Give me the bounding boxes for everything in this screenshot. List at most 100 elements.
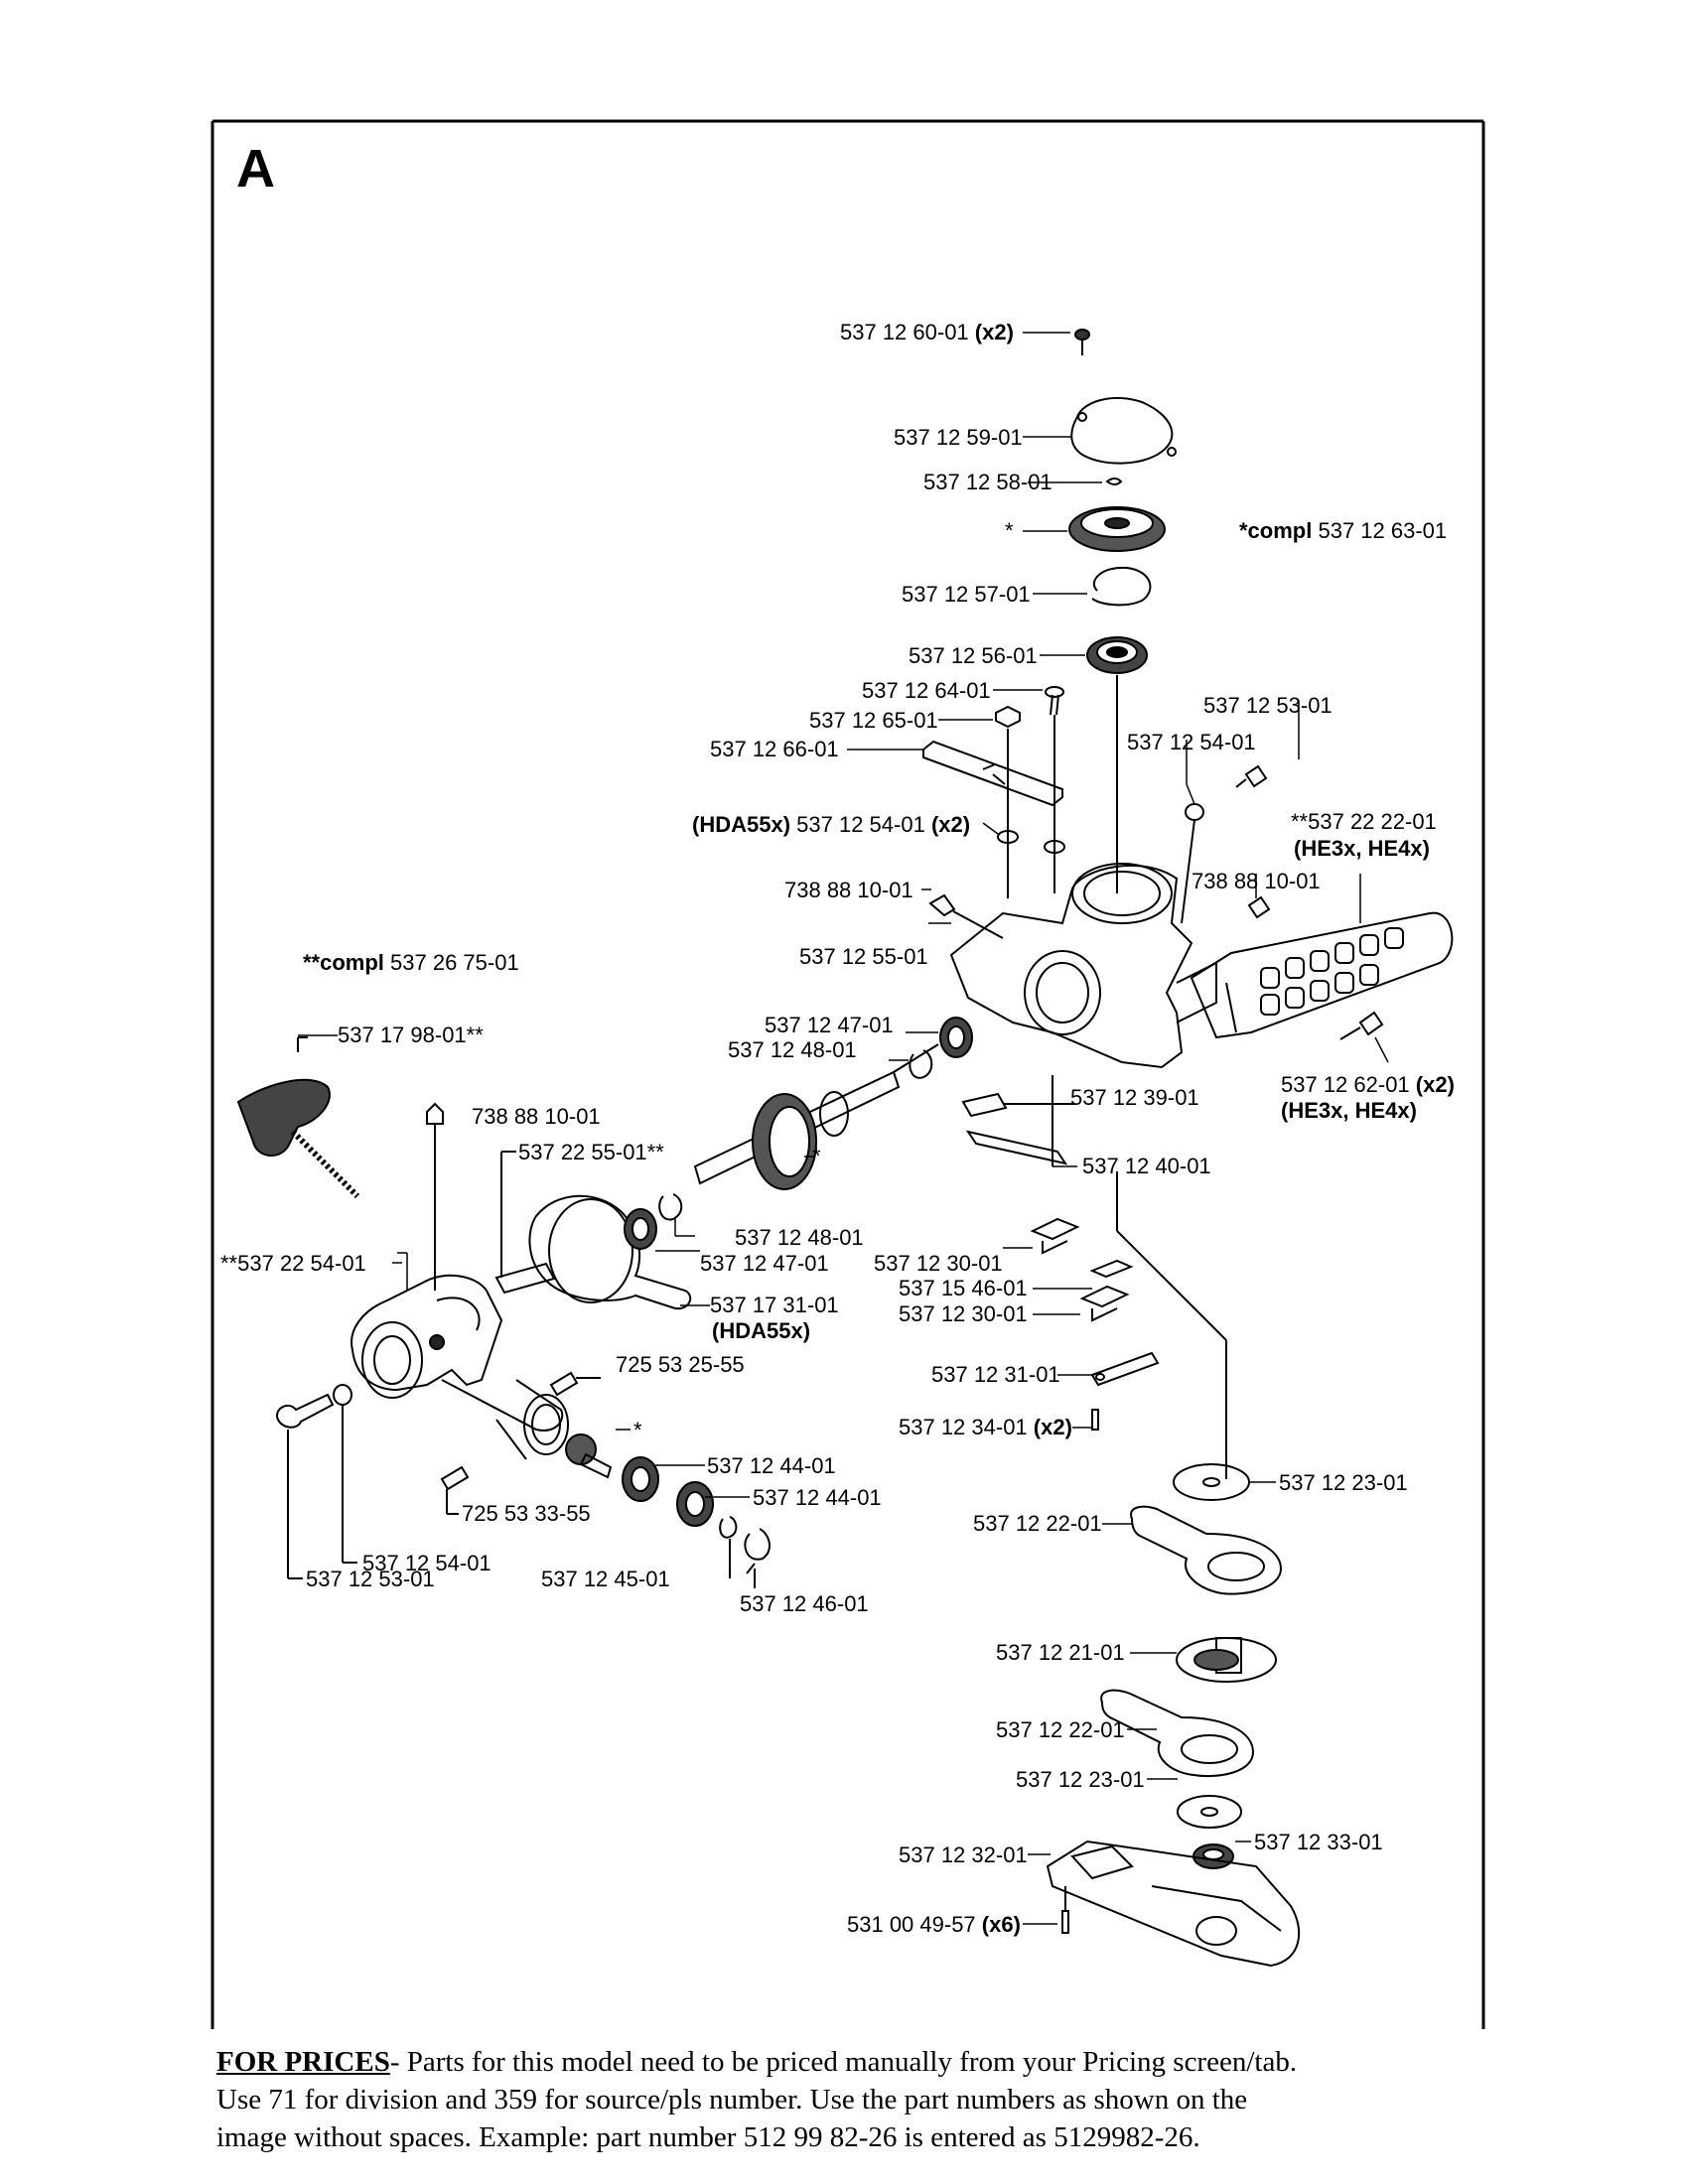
part-label: 537 12 46-01 bbox=[740, 1591, 869, 1616]
grease-nipple-part bbox=[426, 1102, 444, 1125]
bolt-part bbox=[1045, 686, 1064, 893]
flange-plate-part bbox=[528, 1194, 692, 1310]
screw-part bbox=[1091, 1409, 1099, 1431]
cover-plate-part bbox=[1070, 397, 1177, 465]
bearing-part bbox=[1193, 1843, 1234, 1869]
screw-part bbox=[1061, 1910, 1069, 1934]
part-label: 537 12 44-01 bbox=[753, 1485, 882, 1510]
bearing-part bbox=[624, 1208, 657, 1250]
washer-part bbox=[1173, 1463, 1250, 1501]
part-label: 738 88 10-01 bbox=[784, 878, 913, 902]
part-label: 537 12 40-01 bbox=[1082, 1154, 1211, 1178]
washer-part bbox=[1185, 803, 1204, 821]
part-label: 537 12 58-01 bbox=[923, 470, 1052, 494]
part-label: 537 12 39-01 bbox=[1070, 1085, 1199, 1110]
small-pinion-part bbox=[565, 1433, 613, 1479]
crank-part bbox=[1130, 1505, 1283, 1595]
part-label: 537 12 66-01 bbox=[710, 737, 839, 761]
part-label: 537 12 23-01 bbox=[1016, 1767, 1145, 1792]
screw-part bbox=[1339, 1011, 1384, 1040]
clip-part bbox=[1079, 1285, 1130, 1322]
knob-part bbox=[236, 1078, 360, 1199]
clip-part bbox=[1030, 1217, 1080, 1255]
part-label: 537 12 54-01 bbox=[362, 1551, 491, 1575]
part-label: **537 22 22-01 bbox=[1291, 809, 1437, 834]
screw-part bbox=[549, 1371, 579, 1397]
circlip-part bbox=[658, 1193, 683, 1221]
pricing-note-line-2: Use 71 for division and 359 for source/p… bbox=[216, 2084, 1248, 2116]
plate-part bbox=[965, 1130, 1068, 1165]
plate-part bbox=[961, 1092, 1008, 1118]
leader-lines bbox=[298, 332, 1389, 1925]
circlip-part bbox=[909, 1049, 933, 1079]
section-letter: A bbox=[236, 139, 275, 199]
lower-housing-part bbox=[351, 1274, 569, 1460]
washer-part bbox=[333, 1384, 352, 1406]
part-label: (HDA55x) bbox=[712, 1318, 811, 1343]
bearing-part bbox=[1086, 636, 1148, 674]
eccentric-part bbox=[1176, 1637, 1277, 1683]
part-label: *compl 537 12 63-01 bbox=[1239, 518, 1448, 543]
part-label: * bbox=[633, 1418, 642, 1442]
part-label: 537 12 22-01 bbox=[996, 1717, 1125, 1742]
part-label: 537 12 56-01 bbox=[909, 643, 1038, 668]
part-label: 537 12 53-01 bbox=[1203, 693, 1333, 718]
part-label: 537 12 64-01 bbox=[862, 678, 991, 703]
handle-part bbox=[1190, 911, 1454, 1039]
part-label: 537 17 98-01** bbox=[338, 1023, 484, 1047]
part-label: (HE3x, HE4x) bbox=[1294, 836, 1430, 861]
clip-part bbox=[1089, 1259, 1134, 1279]
part-label: 537 12 65-01 bbox=[809, 708, 938, 733]
part-label: 537 15 46-01 bbox=[899, 1276, 1028, 1300]
pinion-gear-part bbox=[693, 1070, 901, 1190]
bearing-part bbox=[622, 1456, 659, 1502]
part-label: 725 53 33-55 bbox=[462, 1501, 591, 1526]
crank-part bbox=[1100, 1689, 1255, 1778]
part-label: 537 12 21-01 bbox=[996, 1640, 1125, 1665]
bearing-part bbox=[676, 1481, 714, 1527]
circlip-part bbox=[719, 1516, 738, 1539]
part-label: 531 00 49-57 (x6) bbox=[847, 1912, 1021, 1937]
gear-housing-part bbox=[949, 863, 1217, 1069]
part-label: **537 22 54-01 bbox=[220, 1251, 366, 1276]
bottom-cover-part bbox=[1046, 1840, 1301, 1968]
clip-part bbox=[1105, 478, 1123, 485]
part-label: 537 12 30-01 bbox=[899, 1301, 1028, 1326]
part-label: 537 12 54-01 bbox=[1127, 730, 1256, 754]
screw-part bbox=[276, 1393, 335, 1429]
part-label: 738 88 10-01 bbox=[1192, 869, 1321, 893]
part-label: 725 53 25-55 bbox=[616, 1352, 745, 1377]
part-label: 537 12 31-01 bbox=[931, 1362, 1060, 1387]
pricing-note-line-3: image without spaces. Example: part numb… bbox=[216, 2121, 1200, 2153]
part-label: 537 12 22-01 bbox=[973, 1511, 1102, 1536]
part-label: 537 12 47-01 bbox=[700, 1251, 829, 1276]
washer-part bbox=[997, 830, 1019, 844]
plate-part bbox=[1090, 1351, 1160, 1387]
part-label: 537 12 60-01 (x2) bbox=[840, 320, 1014, 344]
part-label: 537 12 44-01 bbox=[707, 1453, 836, 1478]
part-label: 537 17 31-01 bbox=[710, 1293, 839, 1317]
grease-nipple-part bbox=[928, 893, 956, 917]
part-label: * bbox=[812, 1144, 821, 1168]
diagram-frame bbox=[210, 119, 1485, 2029]
part-label: 537 12 59-01 bbox=[894, 425, 1023, 450]
bearing-part bbox=[939, 1017, 973, 1058]
screw-part bbox=[1247, 895, 1271, 919]
part-label: 537 12 47-01 bbox=[765, 1013, 894, 1037]
part-label: 738 88 10-01 bbox=[472, 1104, 601, 1129]
part-label: 537 22 55-01** bbox=[518, 1140, 664, 1164]
part-label: 537 12 55-01 bbox=[799, 944, 928, 969]
part-label: 537 12 30-01 bbox=[874, 1251, 1003, 1276]
circlip-part bbox=[1091, 566, 1152, 607]
washer-part bbox=[1044, 840, 1065, 854]
pricing-note-line-1: FOR PRICES- Parts for this model need to… bbox=[216, 2046, 1298, 2078]
part-label: (HE3x, HE4x) bbox=[1281, 1098, 1417, 1123]
part-label: 537 12 23-01 bbox=[1279, 1470, 1408, 1495]
part-label: 537 12 48-01 bbox=[735, 1225, 864, 1250]
gasket-part bbox=[494, 1262, 556, 1295]
part-label: (HDA55x) 537 12 54-01 (x2) bbox=[692, 812, 971, 837]
screw-part bbox=[1074, 329, 1090, 355]
part-label: * bbox=[1005, 518, 1014, 543]
part-label: 537 12 34-01 (x2) bbox=[899, 1415, 1072, 1439]
bracket-part bbox=[922, 740, 1063, 807]
